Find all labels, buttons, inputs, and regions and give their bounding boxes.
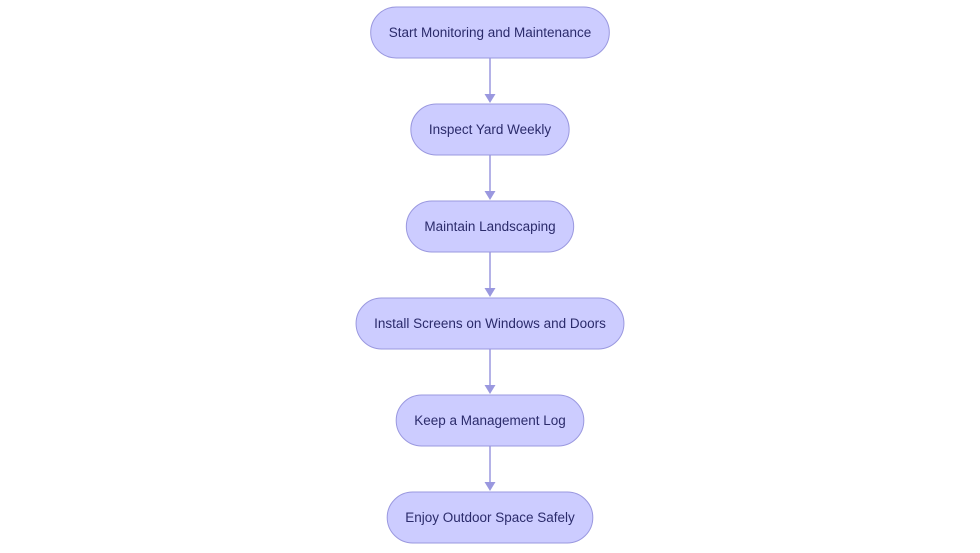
flow-node-2: Inspect Yard Weekly: [410, 103, 570, 156]
flow-node-label: Maintain Landscaping: [424, 219, 555, 234]
flow-node-3: Maintain Landscaping: [405, 200, 575, 253]
nodes-layer: Start Monitoring and MaintenanceInspect …: [355, 6, 625, 544]
flow-arrow-5: [484, 446, 496, 491]
flow-arrowhead: [484, 288, 496, 297]
flow-node-box: [355, 297, 625, 350]
flow-node-5: Keep a Management Log: [395, 394, 585, 447]
flow-node-6: Enjoy Outdoor Space Safely: [386, 491, 594, 544]
flow-node-4: Install Screens on Windows and Doors: [355, 297, 625, 350]
flow-node-box: [386, 491, 594, 544]
flow-arrowhead: [484, 482, 496, 491]
flow-arrow-2: [484, 155, 496, 200]
flow-arrow-4: [484, 349, 496, 394]
flow-node-1: Start Monitoring and Maintenance: [370, 6, 610, 59]
flow-arrow-3: [484, 252, 496, 297]
flow-arrowhead: [484, 94, 496, 103]
flow-node-box: [405, 200, 575, 253]
flow-node-label: Keep a Management Log: [414, 413, 566, 428]
flow-node-label: Enjoy Outdoor Space Safely: [405, 510, 575, 525]
flow-node-box: [410, 103, 570, 156]
flow-node-box: [395, 394, 585, 447]
flow-node-label: Start Monitoring and Maintenance: [389, 25, 592, 40]
flow-node-box: [370, 6, 610, 59]
flow-arrowhead: [484, 191, 496, 200]
edges-layer: [484, 58, 496, 491]
flow-arrowhead: [484, 385, 496, 394]
flow-arrow-1: [484, 58, 496, 103]
flow-node-label: Install Screens on Windows and Doors: [374, 316, 606, 331]
flow-node-label: Inspect Yard Weekly: [429, 122, 552, 137]
